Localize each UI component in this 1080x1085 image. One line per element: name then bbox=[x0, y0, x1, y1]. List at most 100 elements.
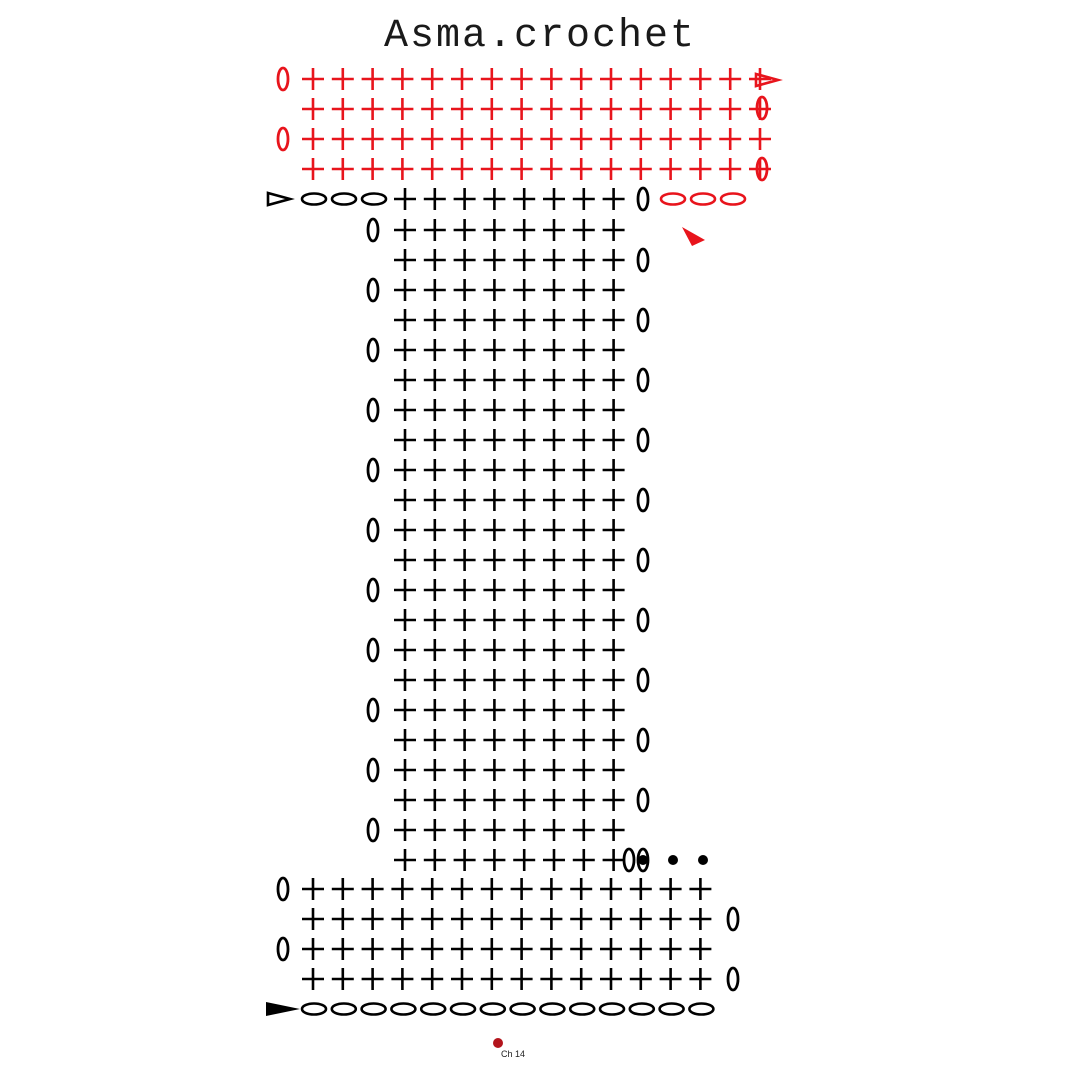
oval-icon bbox=[689, 192, 717, 206]
filled-triangle-icon bbox=[266, 1002, 300, 1016]
plus-icon bbox=[602, 459, 625, 481]
plus-icon bbox=[540, 878, 563, 900]
plus-icon bbox=[453, 519, 476, 541]
plus-icon bbox=[483, 699, 506, 721]
zero-icon bbox=[366, 697, 380, 723]
zero-icon bbox=[636, 427, 650, 453]
plus-icon bbox=[543, 699, 565, 721]
plus-icon bbox=[483, 369, 506, 391]
plus-icon bbox=[570, 158, 593, 180]
plus-icon bbox=[659, 938, 682, 960]
plus-icon bbox=[543, 759, 565, 781]
plus-icon bbox=[453, 759, 476, 781]
chart-title: Asma.crochet bbox=[383, 14, 697, 59]
plus-icon bbox=[483, 819, 506, 841]
zero-icon bbox=[636, 547, 650, 573]
plus-icon bbox=[543, 459, 565, 481]
plus-icon bbox=[423, 519, 446, 541]
plus-icon bbox=[331, 938, 354, 960]
plus-icon bbox=[483, 519, 506, 541]
plus-icon bbox=[602, 819, 625, 841]
zero-icon bbox=[276, 876, 290, 902]
plus-icon bbox=[423, 639, 446, 661]
plus-icon bbox=[543, 369, 565, 391]
oval-icon bbox=[390, 1002, 417, 1016]
zero-icon bbox=[636, 607, 650, 633]
plus-icon bbox=[391, 128, 414, 150]
plus-icon bbox=[423, 309, 446, 331]
plus-icon bbox=[361, 98, 384, 120]
plus-icon bbox=[302, 158, 324, 180]
plus-icon bbox=[513, 609, 536, 631]
plus-icon bbox=[659, 128, 682, 150]
plus-icon bbox=[451, 938, 473, 960]
plus-icon bbox=[513, 489, 536, 511]
plus-icon bbox=[510, 98, 533, 120]
plus-icon bbox=[600, 908, 622, 930]
plus-icon bbox=[451, 878, 473, 900]
zero-icon bbox=[726, 966, 740, 992]
plus-icon bbox=[602, 579, 625, 601]
plus-icon bbox=[513, 669, 536, 691]
plus-icon bbox=[602, 309, 625, 331]
oval-icon bbox=[688, 1002, 715, 1016]
plus-icon bbox=[659, 968, 682, 990]
oval-icon bbox=[719, 192, 747, 206]
plus-icon bbox=[513, 699, 536, 721]
plus-icon bbox=[423, 459, 446, 481]
plus-icon bbox=[572, 399, 595, 421]
plus-icon bbox=[423, 489, 446, 511]
zero-icon bbox=[636, 307, 650, 333]
plus-icon bbox=[602, 369, 625, 391]
plus-icon bbox=[453, 639, 476, 661]
zero-icon bbox=[636, 487, 650, 513]
chain-count-label: Ch 14 bbox=[500, 1049, 526, 1059]
plus-icon bbox=[394, 849, 416, 871]
plus-icon bbox=[600, 98, 622, 120]
plus-icon bbox=[421, 908, 444, 930]
plus-icon bbox=[543, 429, 565, 451]
plus-icon bbox=[391, 68, 414, 90]
oval-icon bbox=[419, 1002, 447, 1016]
plus-icon bbox=[480, 938, 503, 960]
plus-icon bbox=[451, 908, 473, 930]
oval-icon bbox=[659, 192, 687, 206]
plus-icon bbox=[391, 98, 414, 120]
plus-icon bbox=[659, 908, 682, 930]
plus-icon bbox=[689, 878, 712, 900]
plus-icon bbox=[543, 639, 565, 661]
plus-icon bbox=[602, 789, 625, 811]
plus-icon bbox=[421, 158, 444, 180]
plus-icon bbox=[689, 98, 712, 120]
plus-icon bbox=[570, 128, 593, 150]
plus-icon bbox=[453, 279, 476, 301]
plus-icon bbox=[719, 158, 742, 180]
plus-icon bbox=[510, 68, 533, 90]
plus-icon bbox=[629, 128, 652, 150]
plus-icon bbox=[749, 68, 771, 90]
plus-icon bbox=[600, 68, 622, 90]
plus-icon bbox=[629, 878, 652, 900]
plus-icon bbox=[394, 699, 416, 721]
zero-icon bbox=[755, 95, 769, 121]
plus-icon bbox=[572, 699, 595, 721]
plus-icon bbox=[572, 279, 595, 301]
plus-icon bbox=[453, 309, 476, 331]
plus-icon bbox=[480, 98, 503, 120]
plus-icon bbox=[719, 98, 742, 120]
plus-icon bbox=[602, 669, 625, 691]
plus-icon bbox=[540, 68, 563, 90]
plus-icon bbox=[483, 279, 506, 301]
plus-icon bbox=[602, 188, 625, 210]
plus-icon bbox=[659, 98, 682, 120]
plus-icon bbox=[543, 339, 565, 361]
plus-icon bbox=[421, 878, 444, 900]
plus-icon bbox=[451, 968, 473, 990]
zero-icon bbox=[366, 577, 380, 603]
plus-icon bbox=[394, 789, 416, 811]
oval-icon bbox=[658, 1002, 685, 1016]
plus-icon bbox=[453, 609, 476, 631]
plus-icon bbox=[421, 968, 444, 990]
plus-icon bbox=[361, 938, 384, 960]
zero-icon bbox=[366, 397, 380, 423]
